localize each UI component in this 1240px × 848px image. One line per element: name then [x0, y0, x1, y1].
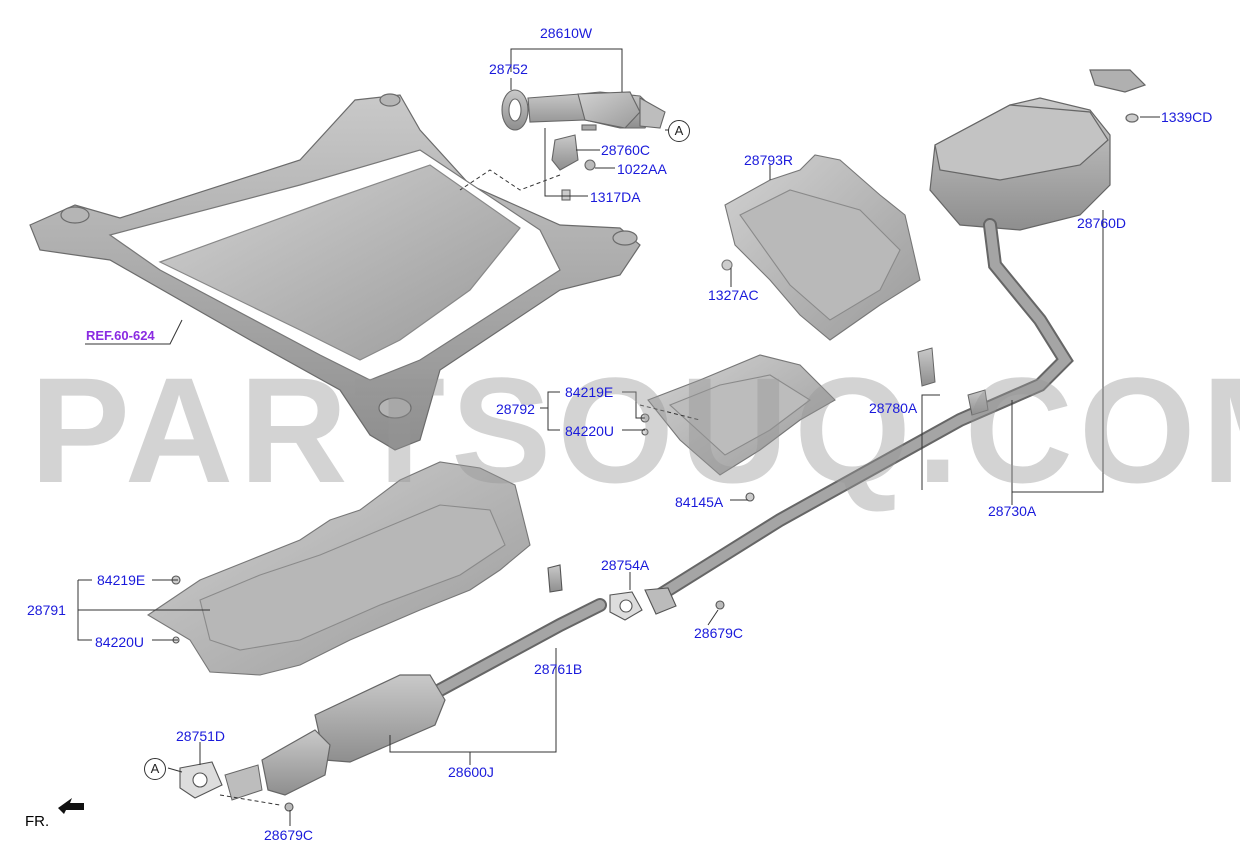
part-label-28679C-lower[interactable]: 28679C	[264, 827, 314, 843]
part-label-28754A[interactable]: 28754A	[601, 557, 650, 573]
center-pipe-28600J	[224, 598, 607, 801]
heat-shield-28791	[146, 461, 531, 676]
part-label-84220U-upper[interactable]: 84220U	[565, 423, 615, 439]
part-label-28679C-upper[interactable]: 28679C	[694, 625, 744, 641]
part-label-28610W[interactable]: 28610W	[540, 25, 593, 41]
part-label-84220U-lower[interactable]: 84220U	[95, 634, 145, 650]
part-label-28760C[interactable]: 28760C	[601, 142, 651, 158]
marker-a-top: A	[668, 120, 690, 142]
watermark: PARTSOUQ.COM	[30, 346, 1240, 514]
hanger-28780A	[917, 347, 989, 416]
subframe	[29, 93, 641, 451]
part-label-28761B[interactable]: 28761B	[534, 661, 583, 677]
part-label-84219E-lower[interactable]: 84219E	[97, 572, 146, 588]
part-label-84219E-upper[interactable]: 84219E	[565, 384, 614, 400]
part-label-1339CD[interactable]: 1339CD	[1161, 109, 1213, 125]
front-direction-label: FR.	[25, 813, 50, 830]
part-label-28760D[interactable]: 28760D	[1077, 215, 1127, 231]
part-label-28791[interactable]: 28791	[27, 602, 66, 618]
dashed-links	[219, 169, 701, 806]
part-label-28730A[interactable]: 28730A	[988, 503, 1037, 519]
muffler-28760D	[929, 69, 1147, 231]
heat-shield-28792	[647, 354, 836, 476]
part-label-28752[interactable]: 28752	[489, 61, 528, 77]
leader-lines	[77, 48, 1160, 826]
part-label-1022AA[interactable]: 1022AA	[617, 161, 667, 177]
part-label-28600J[interactable]: 28600J	[448, 764, 494, 780]
tailpipe	[653, 218, 1074, 602]
part-label-1317DA[interactable]: 1317DA	[590, 189, 641, 205]
marker-a-bottom: A	[144, 758, 166, 780]
front-arrow-icon	[58, 798, 84, 814]
small-hardware	[171, 413, 755, 812]
part-label-28780A[interactable]: 28780A	[869, 400, 918, 416]
heat-shield-28793R	[721, 154, 921, 341]
part-label-28793R[interactable]: 28793R	[744, 152, 794, 168]
part-label-28751D[interactable]: 28751D	[176, 728, 226, 744]
part-label-28792[interactable]: 28792	[496, 401, 535, 417]
ref-label[interactable]: REF.60-624	[86, 328, 155, 343]
front-pipe-28610W	[501, 89, 666, 201]
part-label-84145A[interactable]: 84145A	[675, 494, 724, 510]
part-label-1327AC[interactable]: 1327AC	[708, 287, 759, 303]
